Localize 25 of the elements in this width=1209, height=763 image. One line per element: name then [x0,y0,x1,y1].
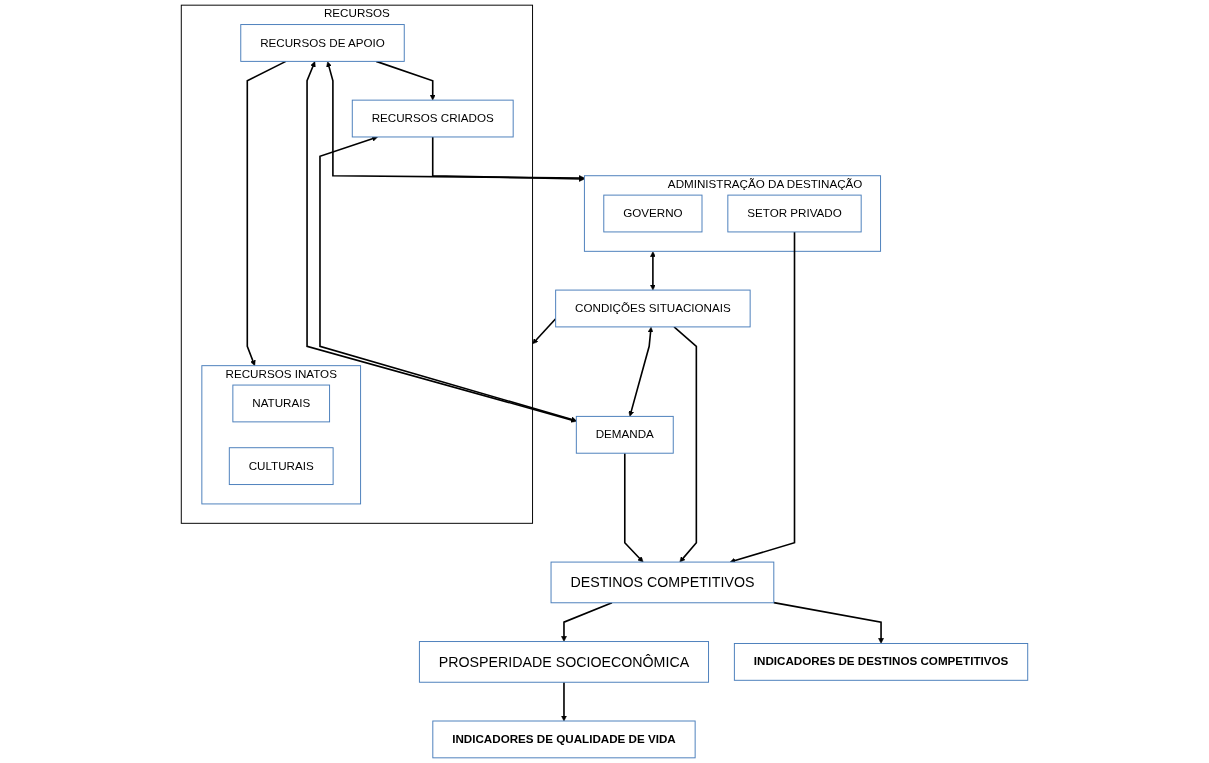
arrow [306,61,577,423]
arrow [729,231,796,564]
arrow [375,60,436,101]
node-box: INDICADORES DE QUALIDADE DE VIDA [432,720,696,759]
node-box: SETOR PRIVADO [727,194,862,233]
arrow [773,601,884,644]
node-box: CONDIÇÕES SITUACIONAIS [555,289,751,328]
arrow [628,326,654,417]
arrow [624,452,644,563]
arrow [326,61,585,181]
arrow [246,60,287,366]
node-box: DEMANDA [575,415,674,454]
node-box: RECURSOS CRIADOS [351,99,514,138]
node-box: GOVERNO [603,194,703,233]
node-box: RECURSOS DE APOIO [240,24,405,62]
arrow [561,601,613,642]
node-box: PROSPERIDADE SOCIOECONÔMICA [418,641,710,683]
node-box: CULTURAIS [228,447,334,486]
arrow [673,326,698,563]
arrow [650,251,656,291]
arrow [561,681,567,722]
arrow [532,317,557,345]
node-box: INDICADORES DE DESTINOS COMPETITIVOS [733,643,1029,681]
node-box: DESTINOS COMPETITIVOS [550,561,775,604]
node-box: NATURAIS [232,384,331,423]
